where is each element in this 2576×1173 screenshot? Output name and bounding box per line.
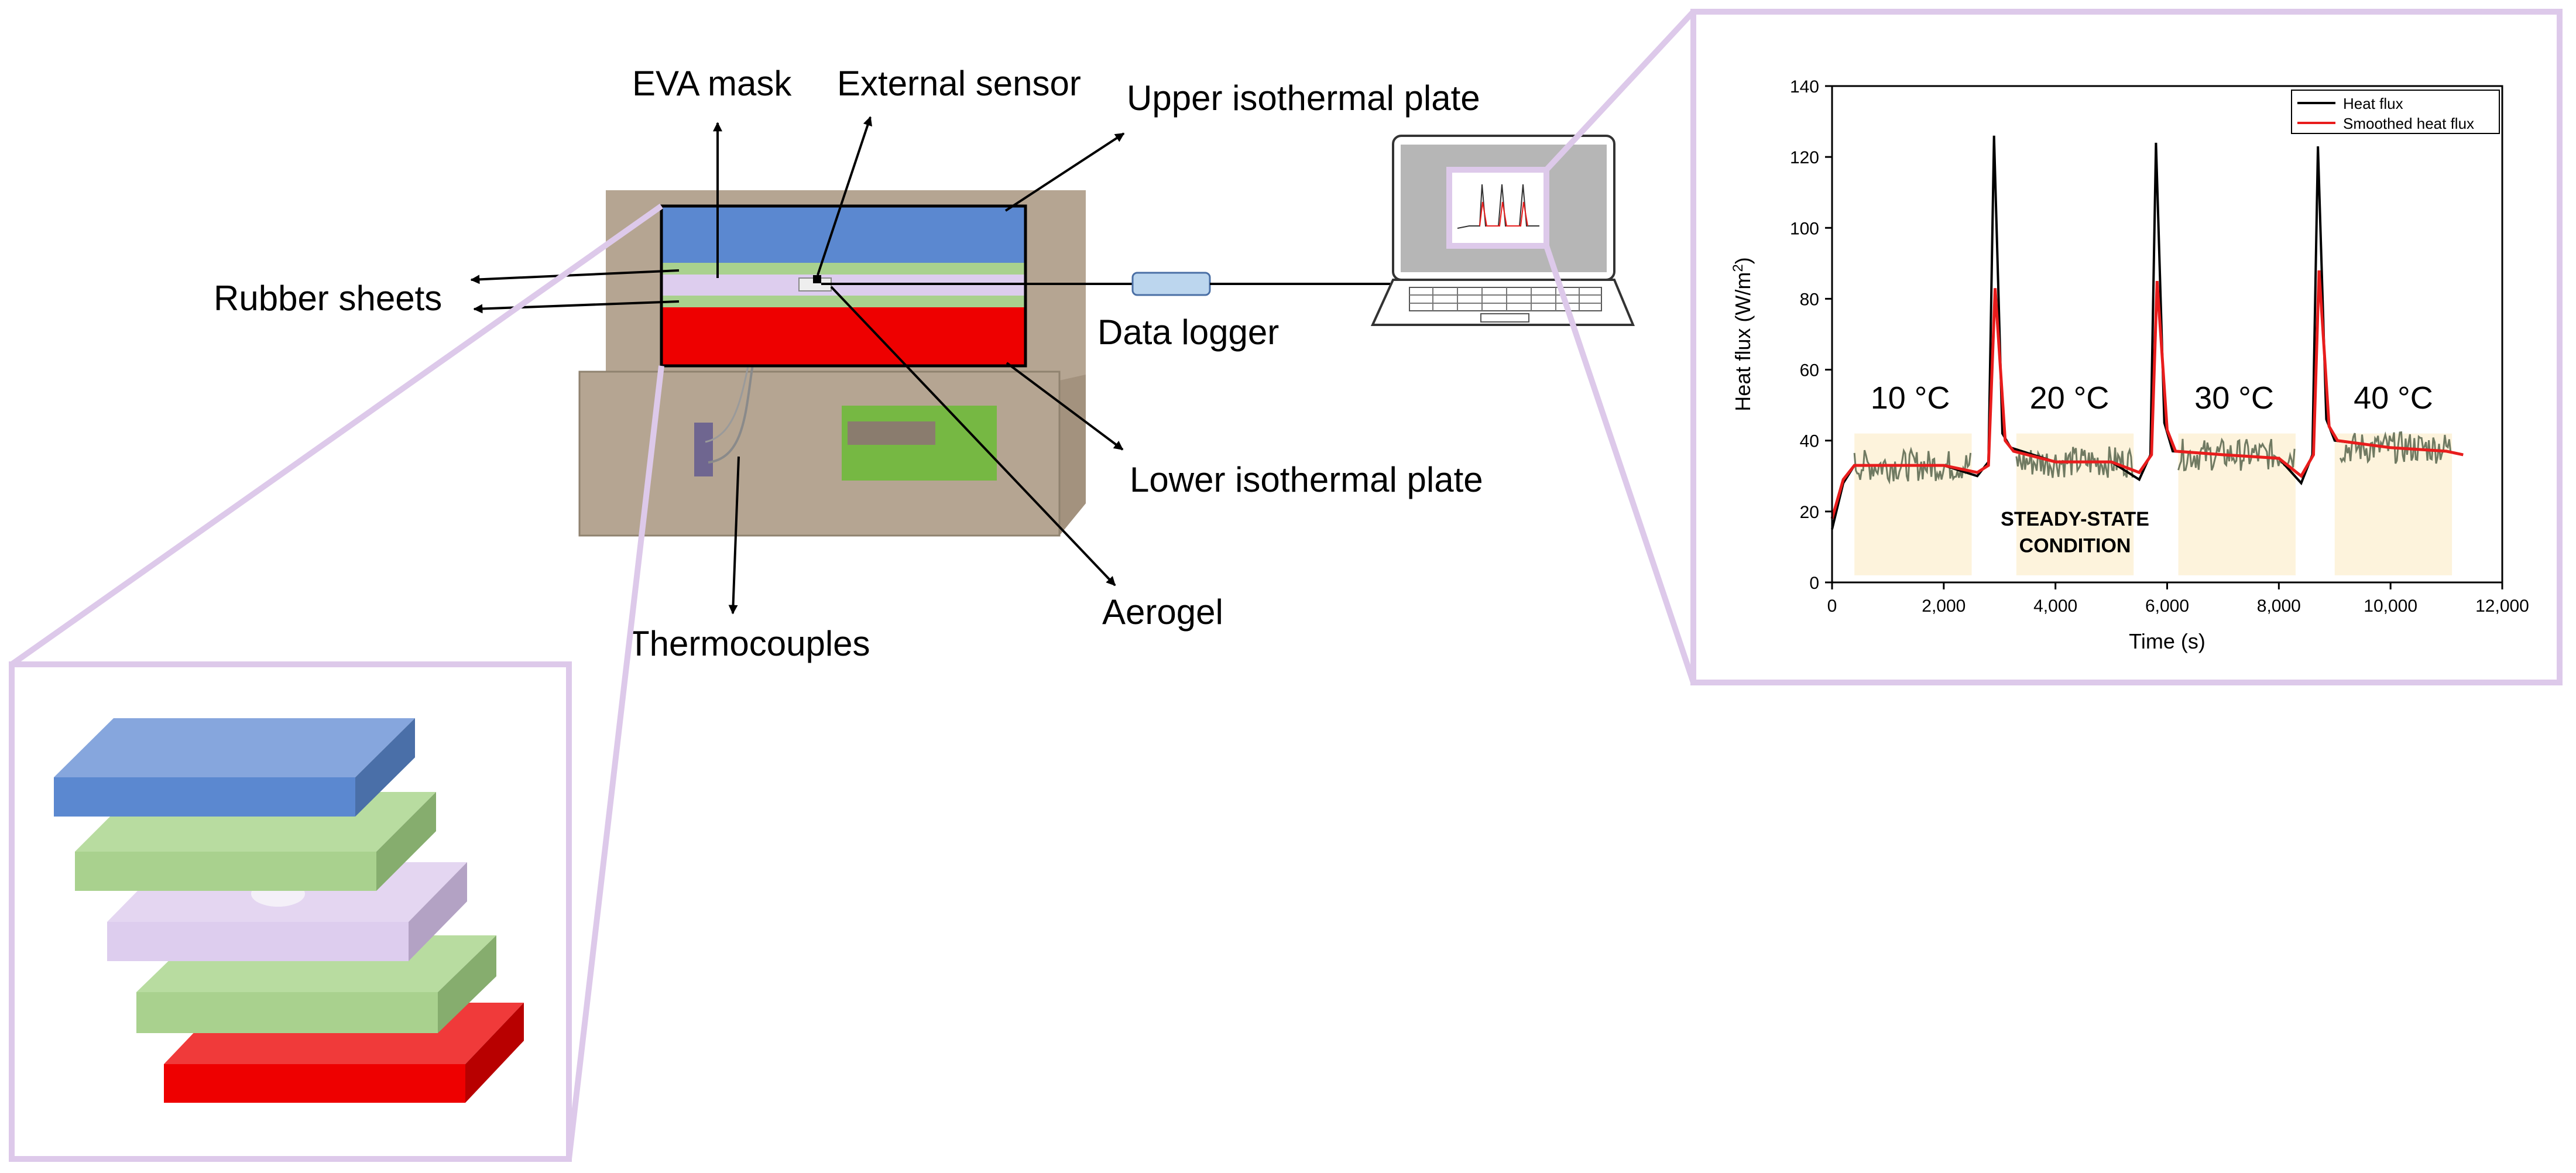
laptop-key-grid: [1409, 287, 1601, 311]
laptop-base: [1370, 279, 1635, 326]
layer-green1-front: [75, 852, 376, 891]
legend-entry: Heat flux: [2343, 95, 2403, 112]
layer-blue-top: [54, 718, 415, 777]
layer-eva-side: [409, 862, 467, 961]
arrow-aerogel: [830, 286, 1116, 586]
laptop-keyboard: [1409, 287, 1602, 311]
x-tick-label: 8,000: [2257, 596, 2301, 616]
heat-flux-chart: 0 2,000 4,000 6,000 8,000 10,000 12,000 0 20 40 60…: [1730, 77, 2529, 653]
x-tick-label: 4,000: [2033, 596, 2077, 616]
x-tick-label: 6,000: [2145, 596, 2189, 616]
steady-state-annotation-line2: CONDITION: [2019, 535, 2131, 557]
data-logger: [1131, 272, 1211, 296]
legend-entry: Smoothed heat flux: [2343, 115, 2474, 132]
label-aerogel: Aerogel: [1102, 592, 1223, 632]
zoom-connectors: [10, 9, 1696, 1160]
y-tick-label: 120: [1790, 148, 1819, 167]
x-tick-label: 10,000: [2364, 596, 2417, 616]
mini-chart-trace-red: [1479, 201, 1528, 227]
laptop-mini-chart: [1446, 167, 1549, 249]
layer-red-side: [465, 1003, 524, 1103]
temperature-annotation: 40 °C: [2354, 380, 2433, 416]
y-tick-label: 140: [1790, 77, 1819, 97]
label-lower-plate: Lower isothermal plate: [1130, 460, 1483, 499]
arrow-external-sensor: [817, 116, 873, 276]
lower-plate: [661, 307, 1025, 366]
rubber-sheet-top: [661, 263, 1025, 275]
y-tick-label: 40: [1800, 432, 1819, 451]
layer-green1-side: [376, 792, 436, 891]
chart-panel: 0 2,000 4,000 6,000 8,000 10,000 12,000 0 20 40 60…: [1690, 9, 2563, 685]
y-tick-label: 20: [1800, 503, 1819, 522]
arrow-lower-plate: [1006, 362, 1124, 451]
raw-noise-trace-3: [2177, 437, 2296, 472]
apparatus: [578, 190, 1390, 537]
y-tick-label: 80: [1800, 290, 1819, 309]
mini-chart-trace: [1457, 184, 1539, 229]
arrow-thermocouples: [728, 456, 740, 615]
upper-plate: [661, 206, 1025, 263]
label-rubber-sheets: Rubber sheets: [214, 279, 442, 318]
temperature-annotation: 30 °C: [2194, 380, 2274, 416]
cabinet-side: [1059, 375, 1086, 536]
plate-stack-outline: [660, 204, 1027, 368]
x-tick-label: 2,000: [1922, 596, 1966, 616]
layer-blue-side: [355, 718, 415, 817]
label-external-sensor: External sensor: [837, 64, 1081, 103]
arrow-rubber-bottom: [473, 300, 680, 314]
steady-state-band-4: [2334, 433, 2452, 575]
layer-green2-side: [438, 935, 496, 1033]
raw-noise-trace-2: [2015, 446, 2133, 478]
legend-box: [2291, 90, 2500, 134]
layer-green2-front: [136, 992, 438, 1033]
x-tick-label: 12,000: [2475, 596, 2529, 616]
diagram-labels: EVA mask External sensor Upper isotherma…: [214, 64, 1483, 663]
thermocouple-connector: [694, 423, 713, 476]
y-tick-label: 100: [1790, 219, 1819, 238]
raw-noise-trace-1: [1853, 446, 1972, 485]
y-tick-label: 60: [1800, 361, 1819, 380]
temperature-annotation: 20 °C: [2030, 380, 2109, 416]
series-line-smoothed-heat-flux: [1830, 270, 2464, 519]
x-tick-label: 0: [1827, 596, 1837, 616]
layer-eva-front: [107, 922, 409, 961]
external-sensor: [813, 275, 821, 283]
layer-blue-front: [54, 777, 355, 817]
arrow-upper-plate: [1004, 132, 1125, 212]
label-thermocouples: Thermocouples: [628, 624, 870, 663]
x-axis-label: Time (s): [2129, 629, 2205, 653]
laptop: [1370, 135, 1635, 326]
temperature-annotation: 10 °C: [1871, 380, 1950, 416]
label-arrows: [470, 116, 1125, 615]
steady-state-annotation-line1: STEADY-STATE: [2001, 508, 2149, 530]
laptop-trackpad: [1480, 313, 1529, 323]
control-screen: [848, 421, 935, 445]
y-tick-label: 0: [1809, 574, 1819, 593]
layer-red-front: [164, 1064, 465, 1103]
label-eva-mask: EVA mask: [632, 64, 792, 103]
y-axis-label: Heat flux (W/m2): [1730, 257, 1755, 411]
arrow-rubber-top: [470, 269, 680, 284]
label-upper-plate: Upper isothermal plate: [1127, 78, 1480, 118]
exploded-layers-panel: [9, 661, 572, 1162]
label-data-logger: Data logger: [1097, 313, 1279, 352]
rubber-sheet-bottom: [661, 296, 1025, 307]
